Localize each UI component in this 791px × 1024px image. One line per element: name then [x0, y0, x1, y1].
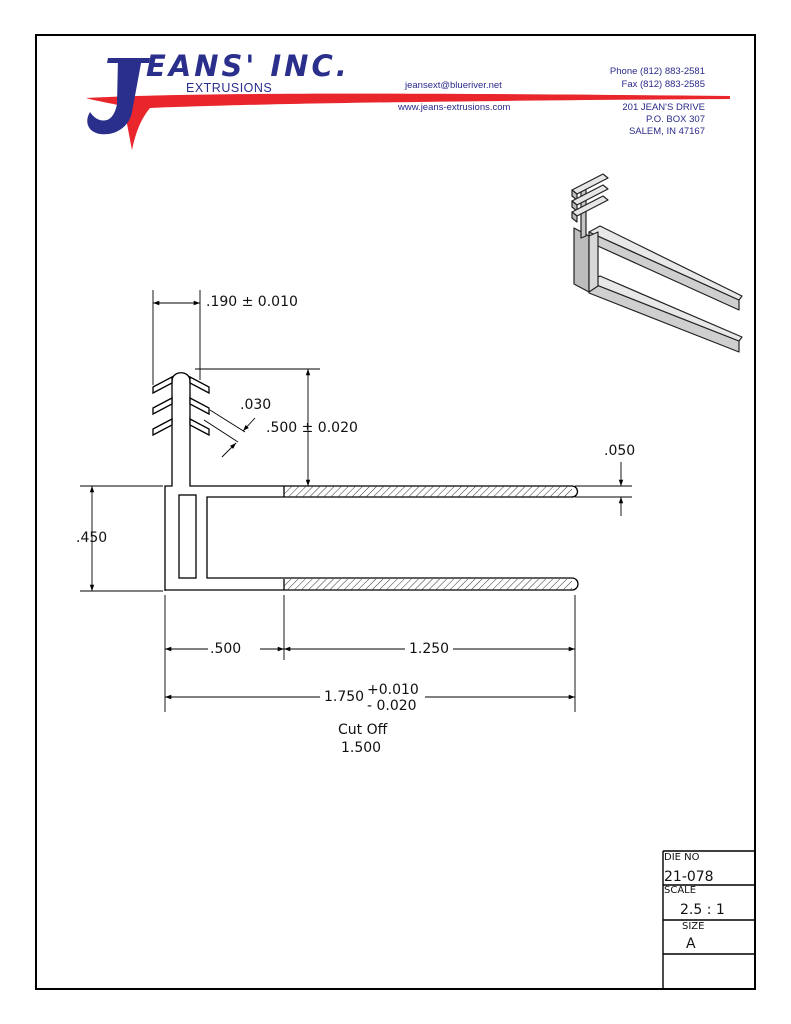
sheet-border: [35, 34, 756, 990]
dim-profile-height: .450: [76, 530, 108, 546]
company-name: EANS' INC.: [146, 49, 350, 83]
company-address-line2: P.O. BOX 307: [646, 114, 705, 125]
company-email: jeansext@blueriver.net: [405, 80, 502, 91]
dim-base-width: .500: [210, 641, 242, 657]
dim-fin-thickness: .030: [240, 397, 272, 413]
logo-red-swoosh: [86, 93, 730, 150]
dim-leg-length: 1.250: [409, 641, 450, 657]
dim-leg-thickness: .050: [604, 443, 636, 459]
logo-blue-j: [87, 58, 142, 135]
scale-value: 2.5 : 1: [680, 902, 725, 918]
cutoff-value: 1.500: [341, 740, 382, 756]
company-website: www.jeans-extrusions.com: [398, 102, 511, 113]
dim-tine-width: .190 ± 0.010: [206, 294, 298, 310]
company-fax: Fax (812) 883-2585: [621, 79, 705, 90]
profile-section: [152, 372, 579, 591]
scale-label: SCALE: [664, 885, 697, 896]
company-division: EXTRUSIONS: [186, 81, 273, 95]
size-label: SIZE: [682, 921, 705, 932]
dim-overall-tol-plus: +0.010: [367, 682, 419, 698]
isometric-view: [571, 173, 743, 353]
size-value: A: [686, 936, 696, 952]
dimension-lines: [80, 290, 632, 712]
company-address-line3: SALEM, IN 47167: [628, 126, 705, 137]
cutoff-label: Cut Off: [338, 722, 388, 738]
dim-overall-length: 1.750: [324, 689, 365, 705]
dim-stem-height: .500 ± 0.020: [266, 420, 358, 436]
dim-overall-tol-minus: - 0.020: [367, 698, 417, 714]
company-phone: Phone (812) 883-2581: [609, 66, 705, 77]
company-address-line1: 201 JEAN'S DRIVE: [622, 102, 705, 113]
die-no-label: DIE NO: [664, 852, 700, 863]
title-block: [662, 850, 755, 989]
die-no-value: 21-078: [664, 869, 714, 885]
company-logo: [86, 58, 730, 150]
